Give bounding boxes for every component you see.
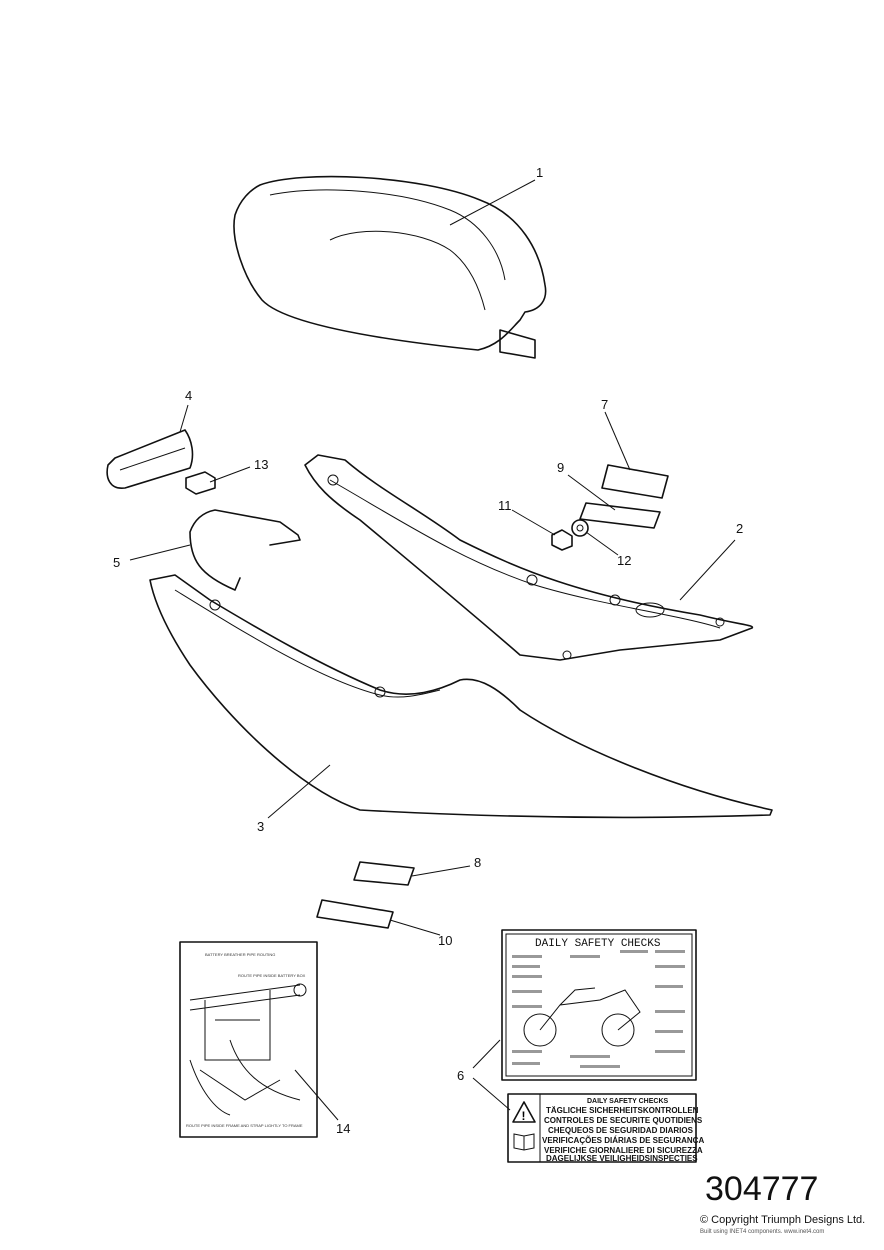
safety-line-en: DAILY SAFETY CHECKS — [587, 1098, 668, 1105]
safety-line-es: CHEQUEOS DE SEGURIDAD DIARIOS — [548, 1126, 694, 1135]
multilingual-safety-label: ! DAILY SAFETY CHECKS TÄGLICHE SICHERHEI… — [507, 1093, 704, 1163]
part-seat — [233, 175, 547, 359]
part-plate-9 — [579, 502, 661, 529]
manual-book-icon — [513, 1133, 535, 1151]
battery-label-title: BATTERY BREATHER PIPE ROUTING — [205, 952, 275, 957]
part-decal-10 — [316, 899, 394, 929]
daily-safety-checks-label: DAILY SAFETY CHECKS — [501, 929, 697, 1081]
callout-1: 1 — [536, 165, 543, 180]
part-bracket — [189, 509, 301, 591]
part-nut — [551, 529, 573, 551]
safety-line-fr: CONTROLES DE SECURITE QUOTIDIENS — [544, 1116, 703, 1125]
callout-10: 10 — [438, 933, 452, 948]
safety-line-nl: DAGELIJKSE VEILIGHEIDSINSPECTIES — [546, 1154, 698, 1163]
callout-4: 4 — [185, 388, 192, 403]
callout-6: 6 — [457, 1068, 464, 1083]
part-side-panel-rh — [304, 454, 754, 661]
battery-label-note-bottom: ROUTE PIPE INSIDE FRAME AND STRAP LIGHTL… — [186, 1123, 303, 1128]
callout-numbers: 1 2 3 4 5 6 7 8 9 10 11 12 13 14 — [113, 165, 743, 1136]
callout-5: 5 — [113, 555, 120, 570]
part-cover — [106, 429, 194, 489]
safety-label-title: DAILY SAFETY CHECKS — [535, 938, 661, 950]
warning-triangle-icon: ! — [512, 1101, 536, 1123]
leader-lines — [129, 179, 736, 1121]
safety-line-pt: VERIFICAÇÕES DIÁRIAS DE SEGURANÇA — [542, 1136, 704, 1145]
part-side-panel-lh — [149, 574, 773, 819]
callout-14: 14 — [336, 1121, 350, 1136]
safety-line-de: TÄGLICHE SICHERHEITSKONTROLLEN — [546, 1106, 699, 1115]
battery-label-note-top: ROUTE PIPE INSIDE BATTERY BOX — [238, 973, 306, 978]
callout-7: 7 — [601, 397, 608, 412]
callout-3: 3 — [257, 819, 264, 834]
part-washer — [571, 519, 589, 537]
callout-13: 13 — [254, 457, 268, 472]
battery-breather-label: BATTERY BREATHER PIPE ROUTING ROUTE PIPE… — [179, 941, 318, 1138]
built-with-text: Built using INET4 components. www.inet4.… — [700, 1229, 825, 1235]
diagram-part-number: 304777 — [705, 1170, 819, 1208]
callout-2: 2 — [736, 521, 743, 536]
safety-line-it: VERIFICHE GIORNALIERE DI SICUREZZA — [544, 1146, 703, 1155]
part-decal-8 — [353, 861, 415, 886]
motorcycle-illustration — [523, 987, 641, 1047]
callout-12: 12 — [617, 553, 631, 568]
copyright-text: © Copyright Triumph Designs Ltd. — [700, 1214, 866, 1226]
callout-11: 11 — [498, 498, 512, 513]
svg-text:!: ! — [522, 1109, 526, 1123]
part-plate-7 — [601, 464, 669, 499]
callout-8: 8 — [474, 855, 481, 870]
part-pad — [185, 471, 216, 495]
callout-9: 9 — [557, 460, 564, 475]
